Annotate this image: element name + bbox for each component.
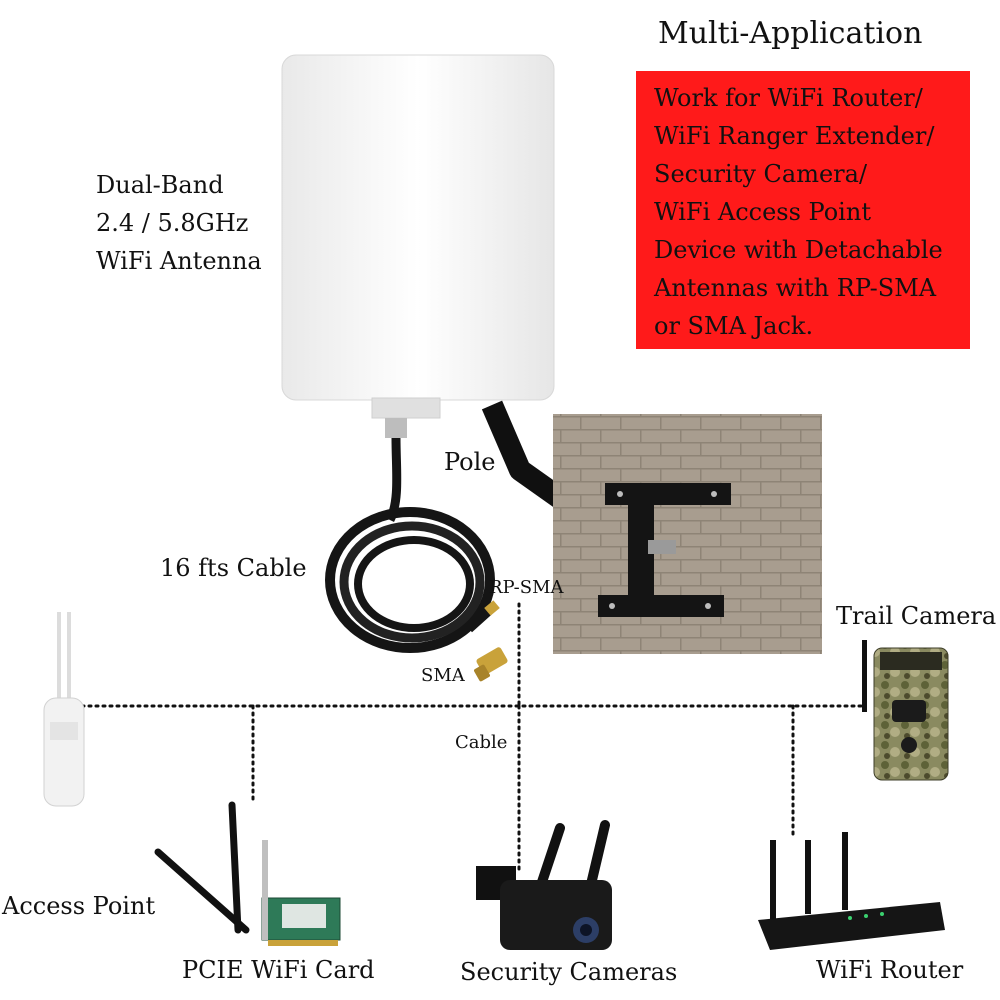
access-point-label: Access Point — [2, 892, 156, 920]
application-line: or SMA Jack. — [654, 312, 814, 340]
application-line: Security Camera/ — [654, 160, 868, 188]
pcie-card-device — [154, 801, 341, 946]
wifi-router-device — [758, 832, 945, 950]
application-line: Device with Detachable — [654, 236, 943, 264]
cable-length-label: 16 fts Cable — [160, 554, 307, 582]
page-title: Multi-Application — [658, 16, 923, 51]
applications-box: Work for WiFi Router/ WiFi Ranger Extend… — [636, 71, 970, 349]
rp-sma-label: RP-SMA — [489, 577, 564, 598]
security-camera-device — [476, 820, 612, 950]
antenna-line: WiFi Antenna — [96, 247, 262, 275]
cable-label: Cable — [455, 732, 508, 753]
network-lines — [73, 602, 864, 872]
wifi-router-label: WiFi Router — [816, 956, 964, 984]
application-line: WiFi Ranger Extender/ — [654, 122, 935, 150]
sma-connector — [474, 647, 508, 682]
trail-camera-device — [862, 640, 949, 781]
panel-antenna — [281, 54, 555, 438]
application-line: Work for WiFi Router/ — [654, 84, 923, 112]
application-line: WiFi Access Point — [654, 198, 871, 226]
security-cameras-label: Security Cameras — [460, 958, 678, 986]
sma-label: SMA — [421, 665, 465, 686]
antenna-line: Dual-Band — [96, 171, 224, 199]
antenna-cable — [385, 437, 402, 523]
wall-mount-photo — [553, 414, 822, 654]
access-point-device — [43, 612, 85, 807]
application-line: Antennas with RP-SMA — [654, 274, 937, 302]
pole-label: Pole — [444, 448, 496, 476]
antenna-description: Dual-Band 2.4 / 5.8GHz WiFi Antenna — [96, 166, 262, 280]
antenna-line: 2.4 / 5.8GHz — [96, 209, 249, 237]
pcie-card-label: PCIE WiFi Card — [182, 956, 375, 984]
trail-camera-label: Trail Camera — [836, 602, 997, 630]
cable-coil — [325, 507, 500, 653]
